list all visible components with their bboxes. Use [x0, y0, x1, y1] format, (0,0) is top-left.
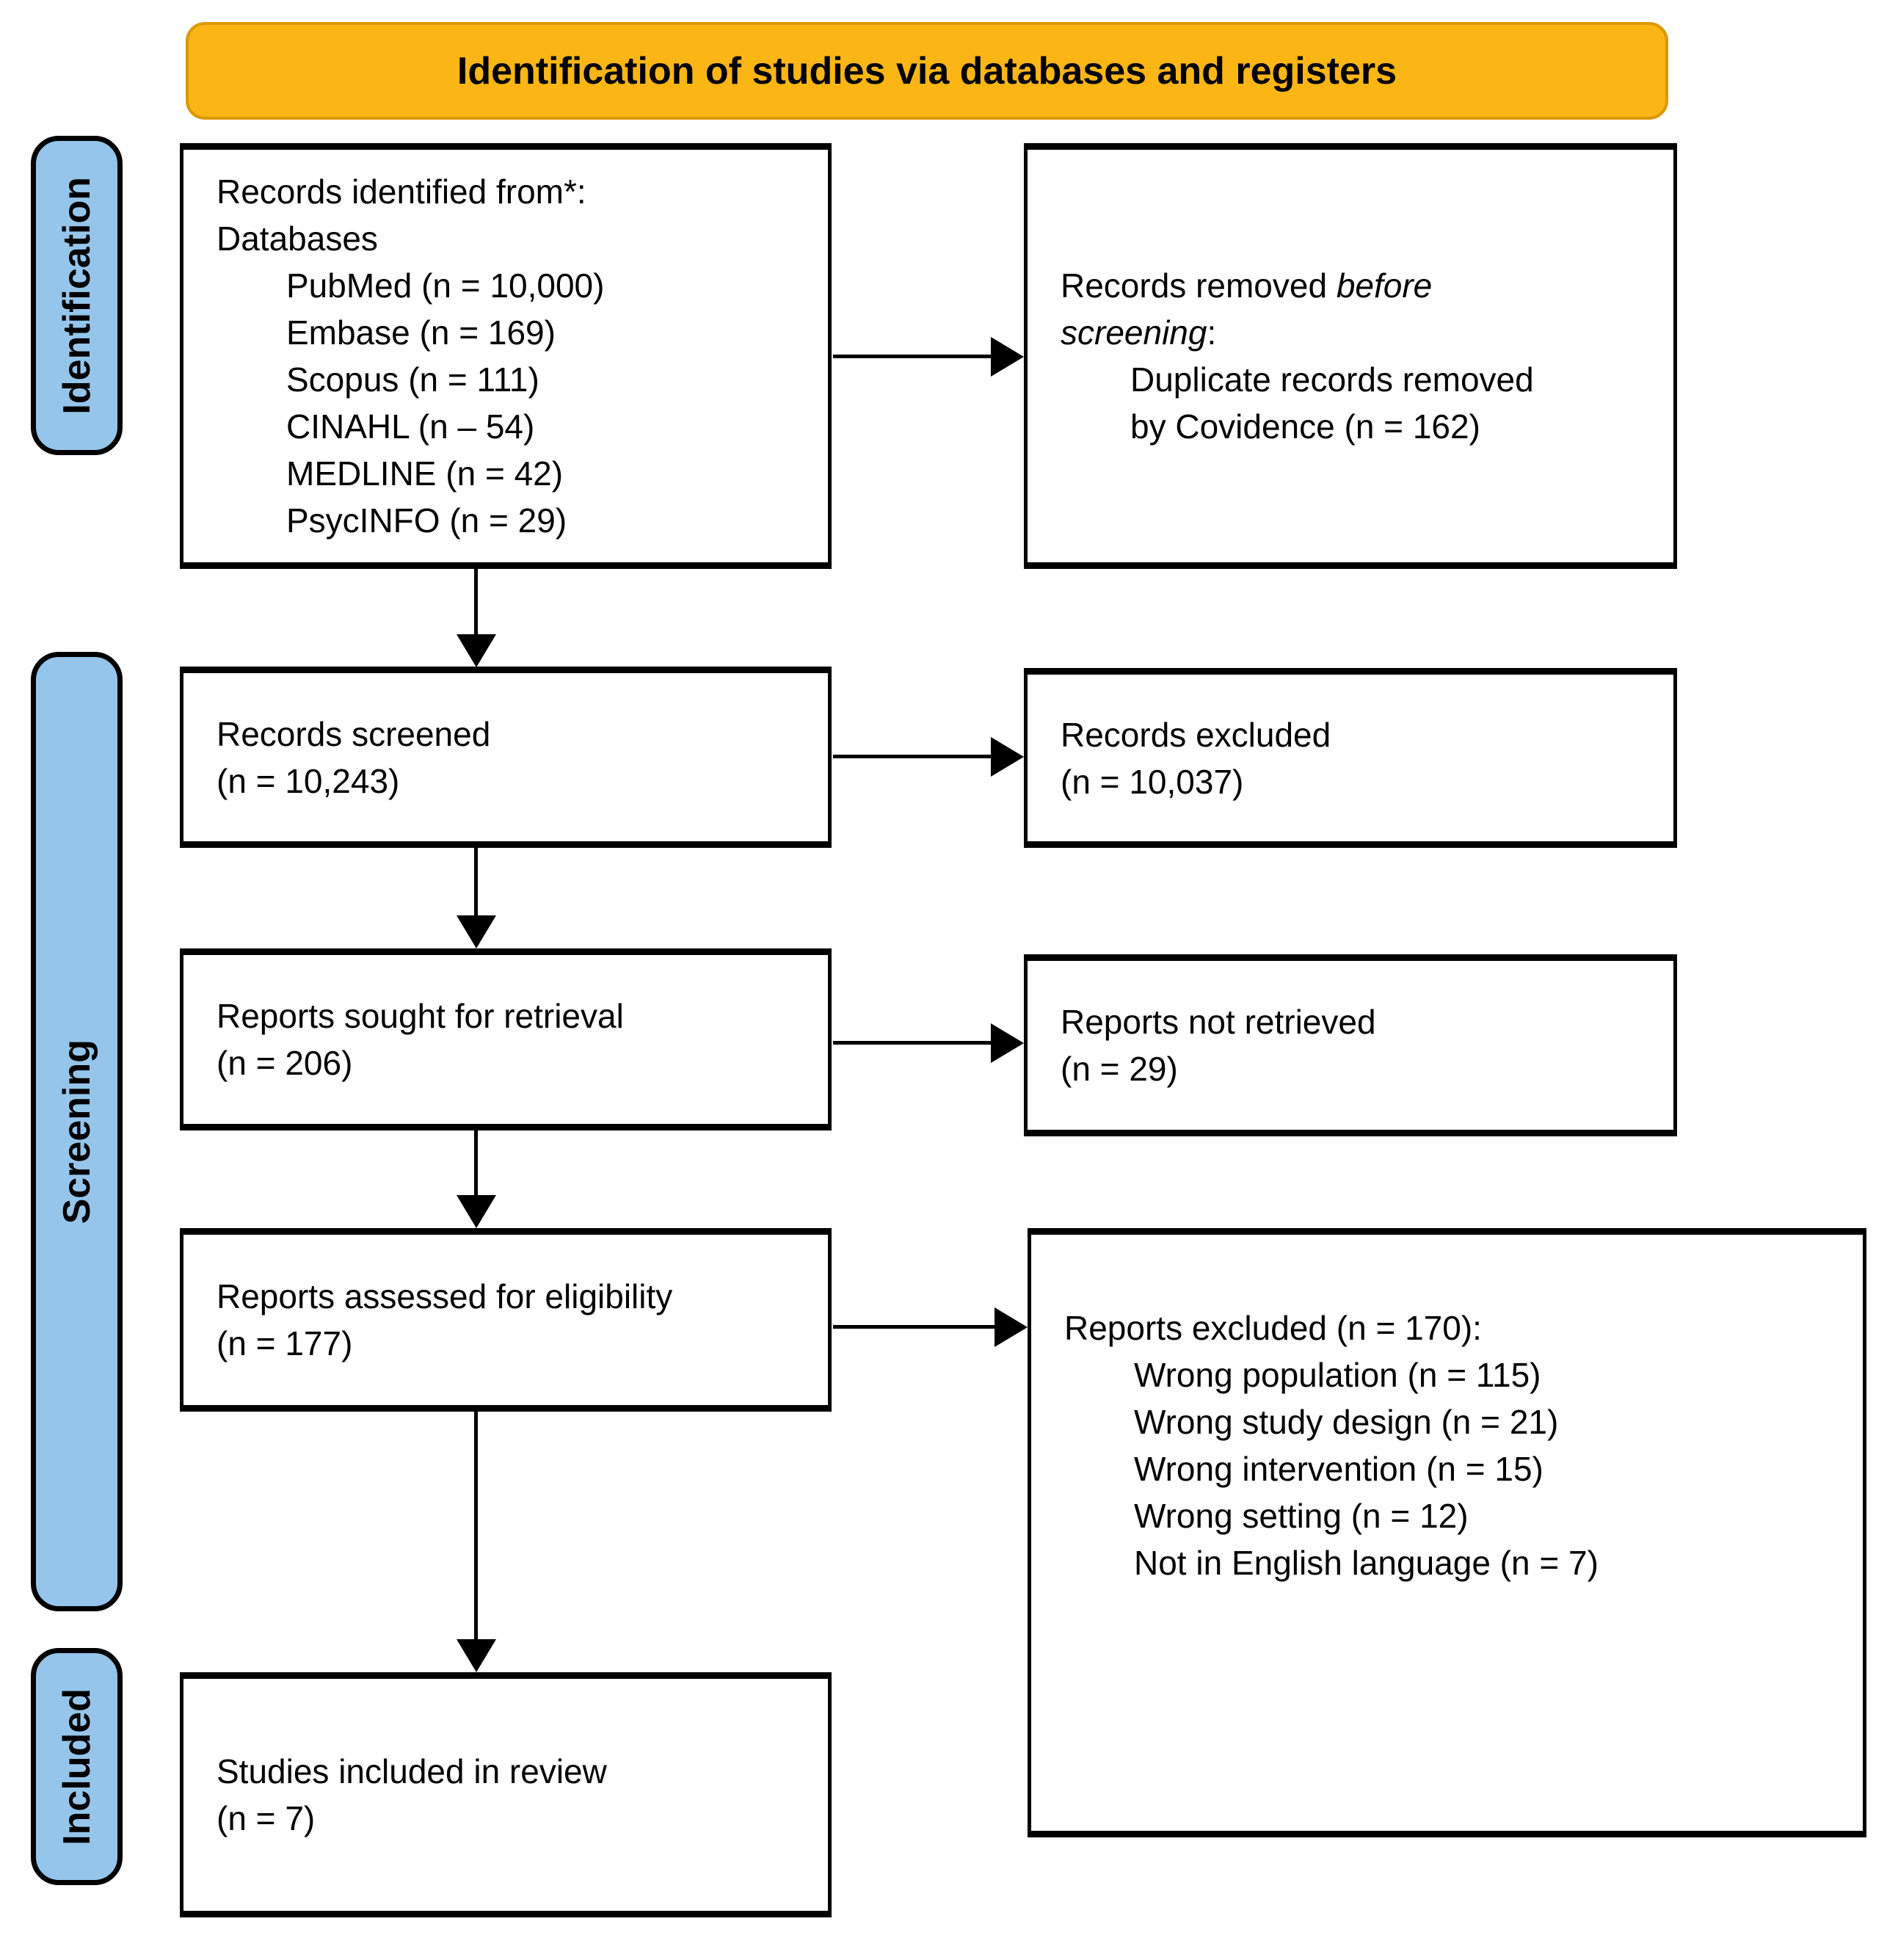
records-identified-subheading: Databases [217, 219, 378, 258]
box-reports-not-retrieved: Reports not retrieved (n = 29) [1024, 954, 1677, 1136]
records-identified-heading: Records identified from*: [217, 173, 586, 211]
arrow-sought-to-assessed [474, 1130, 478, 1196]
studies-included-count: (n = 7) [217, 1799, 316, 1837]
arrow-screened-to-sought [474, 848, 478, 916]
records-excluded-count: (n = 10,037) [1061, 762, 1244, 801]
banner-title: Identification of studies via databases … [186, 22, 1668, 120]
box-studies-included: Studies included in review (n = 7) [180, 1672, 832, 1917]
arrow-assessed-to-included [474, 1412, 478, 1640]
records-removed-italic: before screening [1061, 266, 1433, 352]
arrow-identified-to-removed [833, 355, 992, 358]
arrow-screened-to-excluded [833, 755, 992, 758]
box-records-screened: Records screened (n = 10,243) [180, 667, 832, 848]
records-removed-heading: Records removed before screening: [1061, 266, 1433, 352]
arrow-sought-to-not-retrieved [833, 1041, 992, 1045]
exclusion-reason-study-design: Wrong study design (n = 21) [1134, 1403, 1559, 1441]
reports-not-retrieved-label: Reports not retrieved [1061, 1003, 1376, 1041]
studies-included-label: Studies included in review [217, 1752, 607, 1790]
reports-assessed-label: Reports assessed for eligibility [217, 1277, 673, 1315]
box-records-excluded: Records excluded (n = 10,037) [1024, 668, 1677, 848]
reports-excluded-heading: Reports excluded (n = 170): [1064, 1309, 1482, 1347]
database-count-pubmed: PubMed (n = 10,000) [286, 266, 605, 305]
duplicates-removed-item: Duplicate records removed by Covidence (… [1130, 360, 1534, 446]
exclusion-reason-intervention: Wrong intervention (n = 15) [1134, 1450, 1544, 1488]
database-count-scopus: Scopus (n = 111) [286, 360, 539, 399]
database-count-psycinfo: PsycINFO (n = 29) [286, 501, 567, 540]
side-label-identification-text: Identification [55, 176, 98, 415]
side-label-screening-text: Screening [55, 1039, 98, 1224]
box-records-identified: Records identified from*: Databases PubM… [180, 143, 832, 569]
side-label-screening: Screening [31, 652, 123, 1611]
exclusion-reason-population: Wrong population (n = 115) [1134, 1356, 1541, 1394]
box-reports-sought: Reports sought for retrieval (n = 206) [180, 948, 832, 1130]
side-label-included-text: Included [55, 1688, 98, 1845]
exclusion-reason-language: Not in English language (n = 7) [1134, 1544, 1599, 1582]
records-screened-label: Records screened [217, 714, 491, 753]
exclusion-reason-setting: Wrong setting (n = 12) [1134, 1497, 1469, 1535]
side-label-included: Included [31, 1648, 123, 1885]
database-count-medline: MEDLINE (n = 42) [286, 454, 564, 493]
records-screened-count: (n = 10,243) [217, 761, 400, 800]
box-reports-excluded: Reports excluded (n = 170): Wrong popula… [1028, 1228, 1866, 1837]
database-count-cinahl: CINAHL (n – 54) [286, 407, 535, 446]
reports-assessed-count: (n = 177) [217, 1324, 353, 1362]
records-excluded-label: Records excluded [1061, 715, 1331, 754]
arrow-assessed-to-reports-excluded [833, 1325, 995, 1329]
reports-not-retrieved-count: (n = 29) [1061, 1050, 1178, 1088]
box-records-removed: Records removed before screening: Duplic… [1024, 143, 1677, 569]
side-label-identification: Identification [31, 136, 123, 455]
reports-sought-count: (n = 206) [217, 1044, 353, 1082]
database-count-embase: Embase (n = 169) [286, 313, 556, 352]
box-reports-assessed: Reports assessed for eligibility (n = 17… [180, 1228, 832, 1412]
arrow-identified-to-screened [474, 569, 478, 635]
reports-sought-label: Reports sought for retrieval [217, 997, 624, 1035]
